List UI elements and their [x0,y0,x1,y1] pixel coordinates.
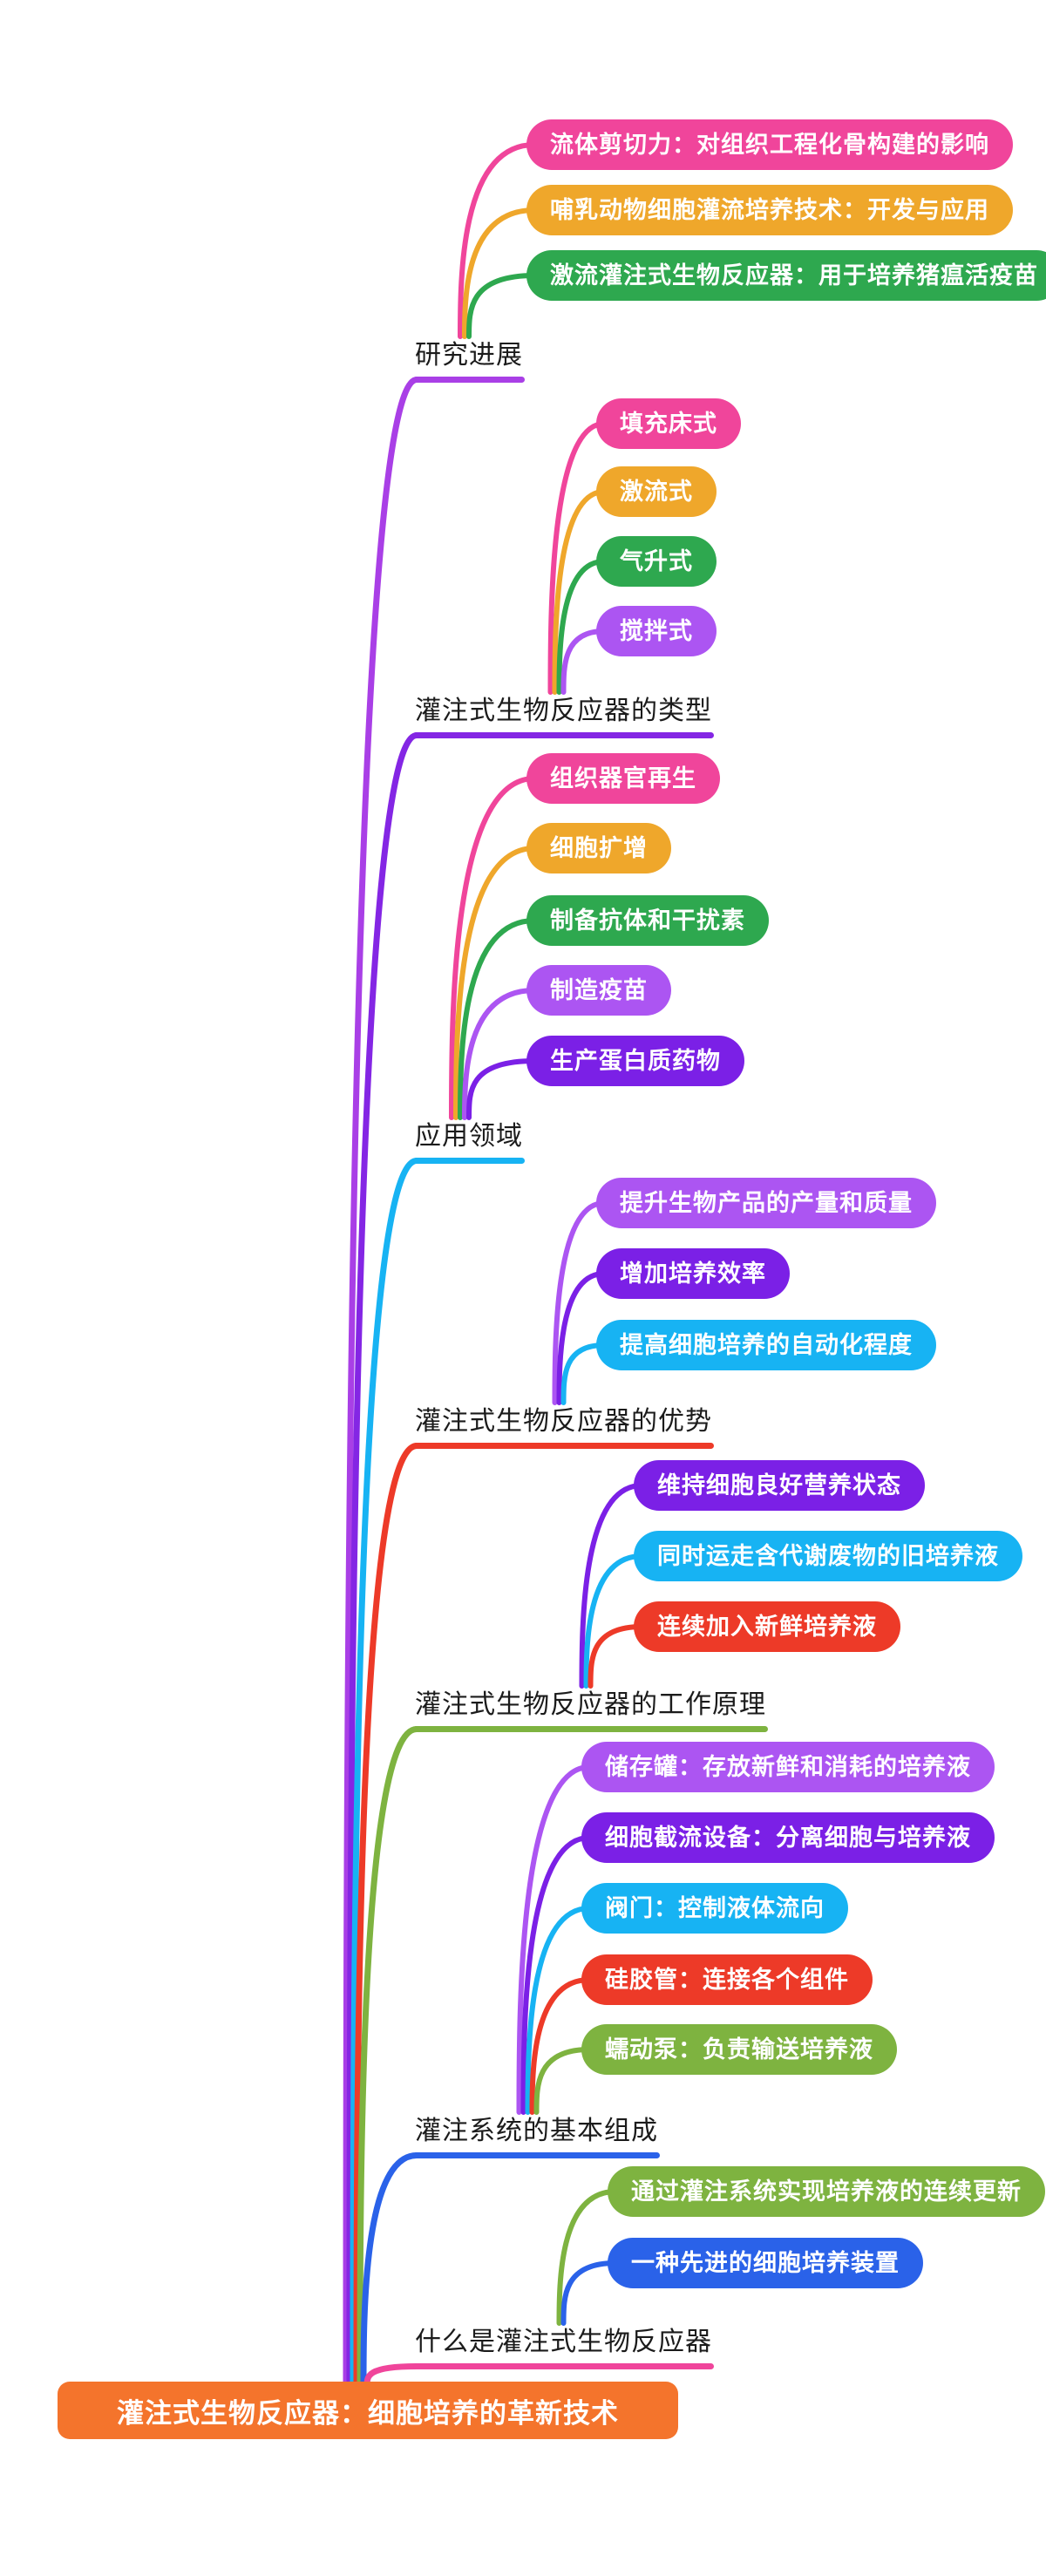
branch-underline-working-principle [413,1726,768,1732]
mindmap-node-advantages-0[interactable]: 提升生物产品的产量和质量 [596,1178,936,1228]
connector-line [346,732,420,2389]
connector-line [462,988,537,1120]
branch-underline-research-progress [413,377,525,383]
branch-label-what-is[interactable]: 什么是灌注式生物反应器 [415,2328,712,2356]
connector-line [466,273,537,339]
connector-line [525,1906,592,2115]
mindmap-node-advantages-1[interactable]: 增加培养效率 [596,1248,790,1299]
connector-line [360,2152,420,2389]
mindmap-node-what-is-1[interactable]: 一种先进的细胞培养装置 [608,2238,923,2288]
mindmap-node-types-0[interactable]: 填充床式 [596,398,741,449]
connector-line [343,377,420,2389]
connector-line [449,776,537,1120]
connector-line [357,1726,420,2389]
mindmap-node-applications-3[interactable]: 制造疫苗 [526,965,671,1016]
connector-line [579,1483,644,1689]
mindmap-node-research-progress-0[interactable]: 流体剪切力：对组织工程化骨构建的影响 [526,119,1013,170]
branch-underline-types [413,732,714,738]
mindmap-node-working-principle-0[interactable]: 维持细胞良好营养状态 [634,1460,925,1511]
branch-label-applications[interactable]: 应用领域 [415,1122,523,1151]
mindmap-node-system-components-2[interactable]: 阀门：控制液体流向 [581,1883,848,1934]
connector-line [453,846,537,1120]
branch-label-research-progress[interactable]: 研究进展 [415,341,523,370]
mindmap-node-applications-0[interactable]: 组织器官再生 [526,753,720,804]
branch-underline-advantages [413,1443,714,1449]
connector-line [556,559,607,695]
mindmap-node-applications-4[interactable]: 生产蛋白质药物 [526,1036,744,1086]
mindmap-node-system-components-3[interactable]: 硅胶管：连接各个组件 [581,1954,873,2005]
branch-underline-applications [413,1158,525,1164]
mindmap-node-types-2[interactable]: 气升式 [596,536,717,587]
connector-line [547,421,607,695]
connector-line [466,1058,537,1120]
mindmap-node-research-progress-2[interactable]: 激流灌注式生物反应器：用于培养猪瘟活疫苗 [526,250,1046,301]
root-node[interactable]: 灌注式生物反应器：细胞培养的革新技术 [58,2382,678,2439]
connector-line [552,1200,607,1405]
branch-label-types[interactable]: 灌注式生物反应器的类型 [415,697,712,725]
mindmap-node-types-1[interactable]: 激流式 [596,466,717,517]
connector-line [458,142,537,339]
branch-label-working-principle[interactable]: 灌注式生物反应器的工作原理 [415,1690,766,1719]
mindmap-node-working-principle-2[interactable]: 连续加入新鲜培养液 [634,1601,900,1652]
branch-underline-system-components [413,2152,660,2158]
mindmap-node-applications-1[interactable]: 细胞扩增 [526,823,671,873]
mindmap-node-what-is-0[interactable]: 通过灌注系统实现培养液的连续更新 [608,2166,1045,2217]
connector-line [560,629,607,695]
branch-underline-what-is [413,2363,714,2369]
mindmap-node-working-principle-1[interactable]: 同时运走含代谢废物的旧培养液 [634,1531,1022,1581]
mindmap-node-research-progress-1[interactable]: 哺乳动物细胞灌流培养技术：开发与应用 [526,185,1013,235]
mindmap-node-types-3[interactable]: 搅拌式 [596,606,717,656]
mindmap-node-advantages-2[interactable]: 提高细胞培养的自动化程度 [596,1320,936,1370]
connector-line [516,1764,592,2115]
mindmap-node-system-components-1[interactable]: 细胞截流设备：分离细胞与培养液 [581,1812,995,1863]
connector-line [350,1158,420,2389]
connector-line [556,1271,607,1405]
connector-line [520,1835,592,2115]
connector-line [462,207,537,339]
branch-label-system-components[interactable]: 灌注系统的基本组成 [415,2117,658,2145]
connector-line [353,1443,420,2389]
connector-line [556,2189,618,2326]
branch-label-advantages[interactable]: 灌注式生物反应器的优势 [415,1407,712,1436]
connector-line [458,918,537,1120]
mindmap-node-system-components-0[interactable]: 储存罐：存放新鲜和消耗的培养液 [581,1742,995,1792]
connector-line [588,1624,644,1689]
connector-line [583,1553,644,1689]
connector-line [533,2047,592,2115]
mindmap-node-applications-2[interactable]: 制备抗体和干扰素 [526,895,769,946]
connector-line [552,489,607,695]
connector-line [560,2260,618,2326]
mindmap-node-system-components-4[interactable]: 蠕动泵：负责输送培养液 [581,2024,897,2075]
connector-line [529,1977,592,2115]
connector-line [560,1342,607,1405]
